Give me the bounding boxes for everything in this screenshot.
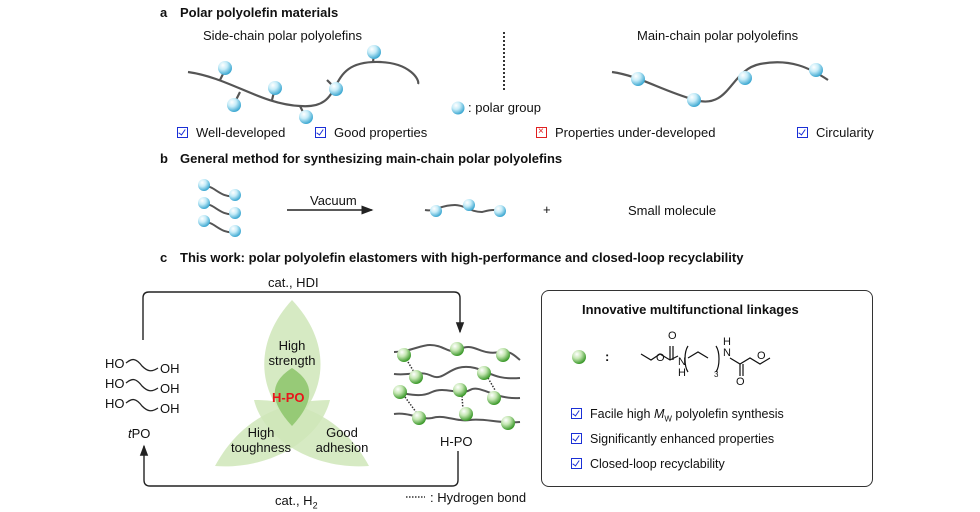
- atom-n: N: [723, 347, 731, 359]
- polar-group-ball: [738, 71, 752, 85]
- polar-group-ball: [809, 63, 823, 77]
- panel-title: Innovative multifunctional linkages: [582, 302, 799, 317]
- tpo-oh-1: OH: [160, 361, 180, 376]
- polar-group-ball: [268, 81, 282, 95]
- atom-h: H: [678, 367, 686, 379]
- feature-well-developed: Well-developed: [177, 125, 285, 140]
- hpo-network: [393, 342, 521, 430]
- polar-group-ball: [227, 98, 241, 112]
- atom-o: O: [656, 352, 665, 364]
- cycle-arrows: [139, 291, 465, 487]
- section-c-title: This work: polar polyolefin elastomers w…: [180, 250, 744, 265]
- vacuum-label: Vacuum: [310, 193, 357, 208]
- feature-properties-under-developed: Properties under-developed: [536, 125, 715, 140]
- dimer-monomers: [198, 179, 241, 237]
- polar-group-ball: [299, 110, 313, 124]
- check-icon: [797, 127, 808, 139]
- cross-icon: [536, 127, 547, 139]
- venn-center: [274, 368, 310, 426]
- linkage-structure: [640, 345, 771, 376]
- side-chain-title: Side-chain polar polyolefins: [203, 28, 362, 43]
- feature-text: Circularity: [816, 125, 874, 140]
- tpo-ho-1: HO: [105, 356, 125, 371]
- section-c-label: c: [160, 250, 168, 265]
- feature-text: Good properties: [334, 125, 428, 140]
- atom-o: O: [668, 330, 677, 342]
- plus-sign: +: [543, 202, 551, 217]
- section-a-label: a: [160, 5, 168, 20]
- polar-group-legend-ball: [451, 101, 465, 115]
- polar-group-ball: [687, 93, 701, 107]
- hydrogen-bond-legend: : Hydrogen bond: [430, 490, 527, 505]
- benefit-enhanced-properties: Significantly enhanced properties: [571, 432, 774, 446]
- bottom-arrow-label: cat., H2: [275, 493, 318, 511]
- linkage-legend-ball: [572, 350, 586, 364]
- feature-good-properties: Good properties: [315, 125, 427, 140]
- main-chain-product: [424, 199, 506, 217]
- check-icon: [571, 408, 582, 420]
- venn-center-hpo: H-PO: [272, 390, 305, 405]
- tpo-oh-2: OH: [160, 381, 180, 396]
- hpo-label: H-PO: [440, 434, 473, 449]
- benefit-closed-loop: Closed-loop recyclability: [571, 457, 725, 471]
- check-icon: [315, 127, 326, 139]
- side-chain-polymer: [187, 53, 420, 115]
- section-b-title: General method for synthesizing main-cha…: [180, 151, 563, 166]
- main-chain-polymer: [611, 61, 829, 107]
- check-icon: [571, 458, 582, 470]
- tpo-ho-3: HO: [105, 396, 125, 411]
- linkages-panel: [541, 290, 873, 487]
- tpo-oh-3: OH: [160, 401, 180, 416]
- main-chain-title: Main-chain polar polyolefins: [637, 28, 799, 43]
- atom-n: N: [678, 356, 686, 368]
- top-arrow-label: cat., HDI: [268, 275, 319, 290]
- benefit-high-mw: Facile high MW polyolefin synthesis: [571, 407, 784, 424]
- feature-text: Well-developed: [196, 125, 286, 140]
- atom-o: O: [736, 376, 745, 388]
- small-molecule-label: Small molecule: [628, 203, 717, 218]
- feature-text: Properties under-developed: [555, 125, 716, 140]
- tpo-chains: [125, 358, 159, 412]
- tpo-label: tPO: [128, 426, 151, 441]
- polar-group-legend: : polar group: [468, 100, 541, 115]
- check-icon: [177, 127, 188, 139]
- polar-group-ball: [631, 72, 645, 86]
- section-a-title: Polar polyolefin materials: [180, 5, 339, 20]
- section-b-label: b: [160, 151, 168, 166]
- tpo-ho-2: HO: [105, 376, 125, 391]
- check-icon: [571, 433, 582, 445]
- polar-group-ball: [367, 45, 381, 59]
- venn-petal-adhesion: [254, 400, 369, 467]
- panel-colon: :: [605, 349, 610, 364]
- polar-group-ball: [329, 82, 343, 96]
- side-chain-polar-groups: [218, 45, 381, 124]
- feature-circularity: Circularity: [797, 125, 874, 140]
- polar-group-ball: [218, 61, 232, 75]
- atom-o: O: [757, 350, 766, 362]
- atom-h: H: [723, 336, 731, 348]
- repeat-count: 3: [714, 370, 719, 379]
